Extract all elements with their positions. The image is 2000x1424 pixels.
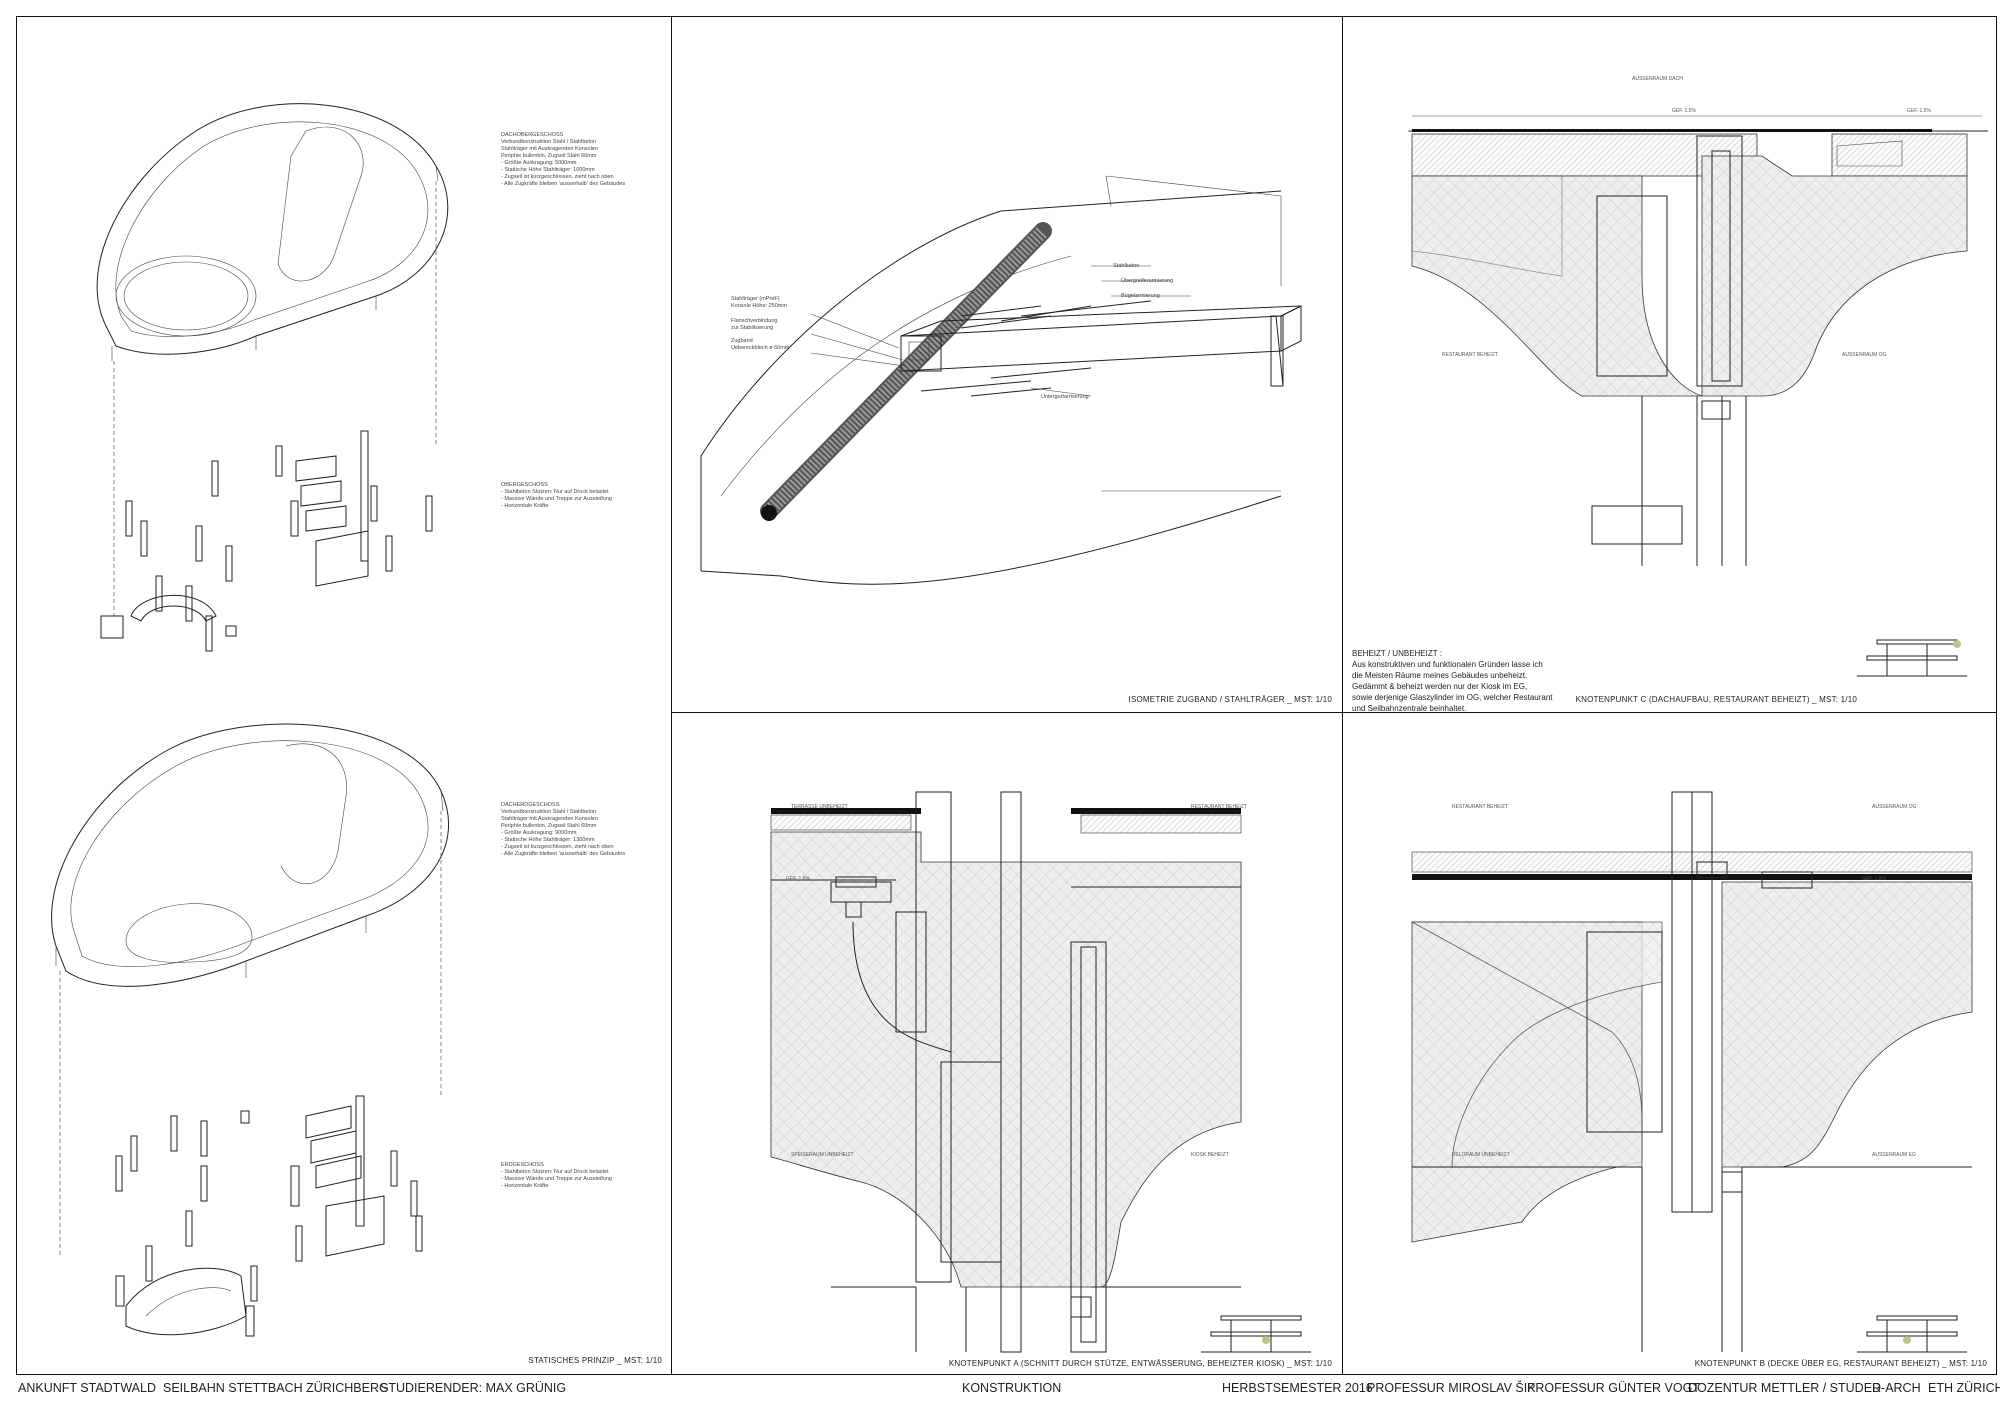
roof-ring-bottom [51,723,450,987]
isometry-drawing [700,175,1302,585]
tag-a-slope: Gef. 1.5% [786,876,810,882]
stair-upper [290,430,369,587]
tag-b-restaurant: RESTAURANT BEHEIZT [1452,804,1508,810]
tag-a-kiosk: KIOSK BEHEIZT [1191,1152,1229,1158]
mini-section-a [1201,1315,1311,1353]
knotenpunkt-b-section [1411,791,1973,1353]
footer-dozentur: DOZENTUR METTLER / STUDER [1688,1381,1882,1395]
note-ground-floor: ERDGESCHOSS - Stahlbeton Stützen: Nur au… [501,1162,612,1189]
panel-knotenpunkt-b: RESTAURANT BEHEIZT AUSSENRAUM OG VELORAU… [1342,712,1997,1375]
knotenpunkt-a-section [770,791,1311,1353]
iso-label-concrete: Stahlbeton [1113,263,1140,269]
tag-a-terrasse: TERRASSE UNBEHEIZT [791,804,848,810]
iso-label-bottom-rebar: Untergurtarmierung [1041,394,1089,400]
tag-c-aussenraum-og: AUSSENRAUM OG [1842,352,1887,358]
sheet-divider-horizontal [671,712,1997,713]
footer-location: ANKUNFT STADTWALD [18,1381,156,1395]
tag-c-aussenraum-dach: AUSSENRAUM DACH [1632,76,1683,82]
tag-c-slope-left: Gef. 1.5% [1672,108,1696,114]
iso-label-lap-rebar: Übergreiferarmierung [1121,278,1174,284]
knotc-description: Aus konstruktiven und funktionalen Gründ… [1352,660,1553,713]
panel-knotenpunkt-a: TERRASSE UNBEHEIZT RESTAURANT BEHEIZT SP… [671,712,1342,1375]
ground-floor-elements [59,811,442,1337]
note-roof-ground: DACHERDGESCHOSS Verbundkonstruktion Stah… [501,802,626,857]
upper-floor-elements [100,181,437,652]
caption-knotenpunkt-a: KNOTENPUNKT A (SCHNITT DURCH STÜTZE, ENT… [948,1359,1332,1368]
knotenpunkt-c-section [1408,115,1989,677]
iso-label-cable: Zugband Uebereckblech ø 60mm [731,338,790,351]
footer-department: D-ARCH [1872,1381,1921,1395]
tag-a-restaurant: RESTAURANT BEHEIZT [1191,804,1247,810]
footer-project: SEILBAHN STETTBACH ZÜRICHBERG [163,1381,389,1395]
tag-c-restaurant: RESTAURANT BEHEIZT [1442,352,1498,358]
footer-title: KONSTRUKTION [962,1381,1062,1395]
footer-professor-sik: PROFESSUR MIROSLAV ŠIK [1367,1381,1536,1395]
panel-isometry: Stahlträger (mPreF) Konsole Höhe: 250mm … [671,16,1342,712]
iso-label-stirrup: Bügelarmierung [1121,293,1160,299]
static-exploded-axonometry [51,103,450,1337]
sheet-frame-right [671,16,1997,1375]
iso-label-beam: Stahlträger (mPreF) Konsole Höhe: 250mm [731,296,787,309]
footer-professor-vogt: PROFESSUR GÜNTER VOGT [1527,1381,1700,1395]
mini-section-b [1857,1315,1967,1353]
knotc-description-title: BEHEIZT / UNBEHEIZT : [1352,649,1442,658]
panel-knotenpunkt-c: AUSSENRAUM DACH RESTAURANT BEHEIZT AUSSE… [1342,16,1997,713]
rebar [920,300,1152,397]
roof-ring-top [96,103,449,361]
tag-b-aussenraum-og: AUSSENRAUM OG [1872,804,1917,810]
caption-knotenpunkt-c: KNOTENPUNKT C (DACHAUFBAU, RESTAURANT BE… [1575,695,1857,704]
footer-institution: ETH ZÜRICH [1928,1381,2000,1395]
tag-a-speiseraum: SPEISERAUM UNBEHEIZT [791,1152,854,1158]
caption-knotenpunkt-b: KNOTENPUNKT B (DECKE ÜBER EG, RESTAURANT… [1694,1359,1987,1368]
caption-isometry: ISOMETRIE ZUGBAND / STAHLTRÄGER _ MST: 1… [1128,695,1332,704]
tag-b-veloraum: VELORAUM UNBEHEIZT [1452,1152,1510,1158]
footer-semester: HERBSTSEMESTER 2016 [1222,1381,1373,1395]
note-roof-upper: DACHOBERGESCHOSS Verbundkonstruktion Sta… [501,132,626,187]
tag-c-slope-right: Gef. 1.5% [1907,108,1931,114]
caption-static-principle: STATISCHES PRINZIP _ MST: 1/10 [528,1356,662,1365]
note-upper-floor: OBERGESCHOSS - Stahlbeton Stützen: Nur a… [501,482,612,509]
sheet-divider-mid [1342,16,1343,1375]
tag-b-aussenraum-eg: AUSSENRAUM EG [1872,1152,1916,1158]
footer-student: STUDIERENDER: MAX GRÜNIG [380,1381,567,1395]
iso-label-flange: Flanschverbindung zur Stabilisierung [731,318,778,331]
tag-b-slope: Gef. 1.5% [1862,876,1886,882]
stair-ground [290,1095,385,1257]
mini-section-c [1857,639,1967,677]
panel-static-principle: DACHOBERGESCHOSS Verbundkonstruktion Sta… [16,16,672,1375]
